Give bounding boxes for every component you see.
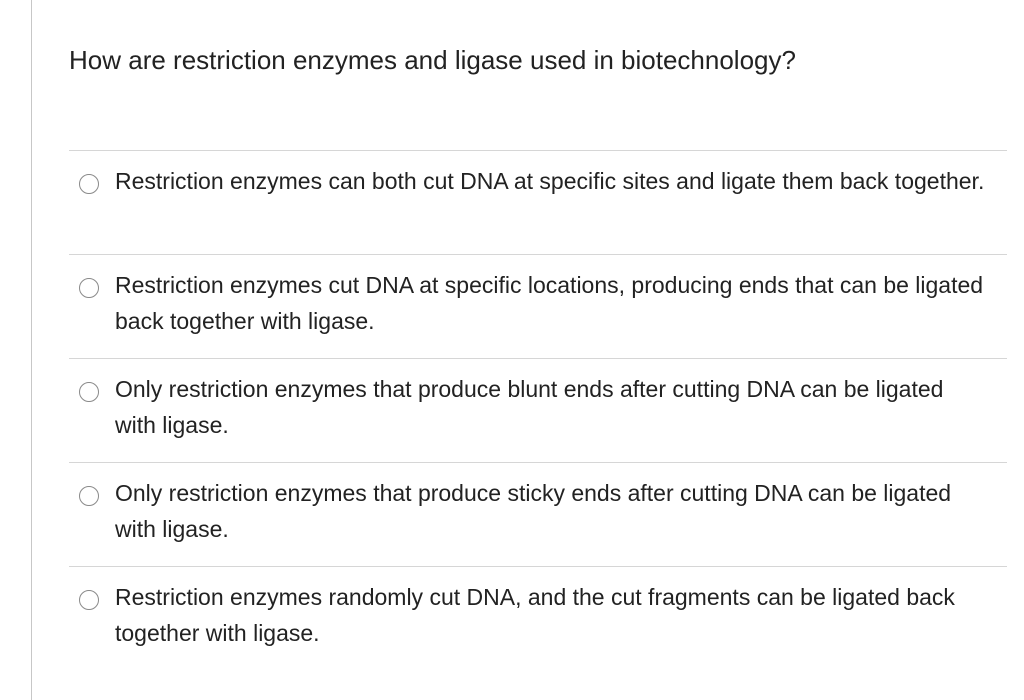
answer-label: Restriction enzymes can both cut DNA at … (115, 168, 985, 194)
answer-label: Only restriction enzymes that produce st… (115, 480, 952, 542)
radio-button[interactable] (79, 278, 99, 298)
radio-button[interactable] (79, 174, 99, 194)
answer-label: Restriction enzymes randomly cut DNA, an… (115, 584, 955, 646)
answer-option-5[interactable]: Restriction enzymes randomly cut DNA, an… (69, 566, 1007, 670)
answer-option-4[interactable]: Only restriction enzymes that produce st… (69, 462, 1007, 566)
answer-label: Restriction enzymes cut DNA at specific … (115, 272, 984, 334)
answer-label: Only restriction enzymes that produce bl… (115, 376, 944, 438)
answer-option-3[interactable]: Only restriction enzymes that produce bl… (69, 358, 1007, 462)
answer-option-1[interactable]: Restriction enzymes can both cut DNA at … (69, 150, 1007, 254)
question-text: How are restriction enzymes and ligase u… (69, 45, 796, 75)
radio-button[interactable] (79, 486, 99, 506)
radio-button[interactable] (79, 590, 99, 610)
left-border-divider (31, 0, 32, 700)
answer-list: Restriction enzymes can both cut DNA at … (69, 150, 1007, 670)
radio-button[interactable] (79, 382, 99, 402)
answer-option-2[interactable]: Restriction enzymes cut DNA at specific … (69, 254, 1007, 358)
